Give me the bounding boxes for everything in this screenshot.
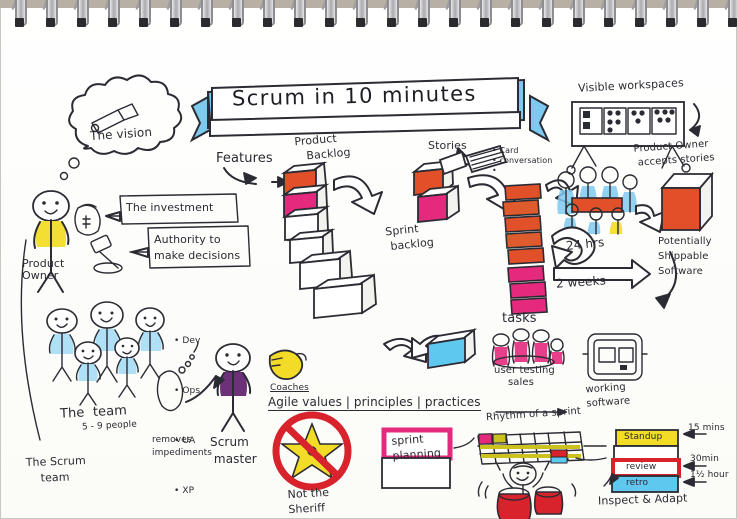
team-member [46,308,78,382]
sales-label: sales [508,377,534,388]
spiral-ring [569,0,585,32]
scrum-master-label: Scrum master [210,435,257,467]
investment-label: The investment [126,201,214,214]
spiral-ring [693,0,709,32]
team-member [114,337,140,398]
shippable-software-label: Potentially Shippable Software [658,236,712,277]
spiral-ring [445,0,461,32]
spiral-ring [476,0,492,32]
spiral-ring [662,0,678,32]
telescope-icon [90,103,139,134]
spiral-ring [538,0,554,32]
retro-label: retro [626,478,649,488]
product-owner-label: Product Owner [22,257,65,282]
features-label: Features [216,151,273,166]
card-bullet-1: • Card [492,146,519,155]
agile-values-label: Agile values | principles | practices [268,395,481,411]
spiral-ring [600,0,616,32]
spiral-ring [11,0,27,32]
review-time-label: 30min [690,454,719,464]
spiral-ring [414,0,430,32]
retro-time-label: 1½ hour [690,470,729,480]
authority-label: Authority to make decisions [154,233,241,262]
team-skills-list: • Dev • Ops • UA • XP • test [174,336,201,497]
spiral-ring [290,0,306,32]
spiral-ring [383,0,399,32]
notebook-spine [0,0,737,8]
team-member [90,301,124,383]
card-bullet-3: • [492,166,497,175]
footprint-icon [156,341,225,412]
task-sticky [502,183,548,315]
spiral-ring [228,0,244,32]
calendar-grid [477,431,607,465]
spiral-ring [259,0,275,32]
user-testing-label: user testing [494,365,555,376]
team-member [135,307,165,379]
spiral-ring [631,0,647,32]
money-bag-icon [74,203,101,236]
spiral-ring [197,0,213,32]
spiral-ring [724,0,737,32]
tasks-label: tasks [502,311,537,326]
spiral-ring [104,0,120,32]
drums-icon [477,461,577,519]
spiral-ring [73,0,89,32]
removes-impediments-label: removes impediments [152,435,213,458]
sprint-backlog-box-pink [417,184,460,223]
spiral-ring [321,0,337,32]
spiral-ring [507,0,523,32]
review-label: review [626,462,657,472]
spiral-ring [352,0,368,32]
spiral-ring [166,0,182,32]
team-member [74,341,102,406]
card-bullet-2: • conversation [492,156,553,165]
coaches-label: Coaches [270,383,309,393]
standup-label: Standup [624,432,663,442]
spiral-ring [42,0,58,32]
gavel-icon [90,234,123,274]
backlog-box-white-4 [313,273,377,319]
spiral-ring [135,0,151,32]
stories-label: Stories [428,139,467,152]
standup-time-label: 15 mins [688,423,725,433]
